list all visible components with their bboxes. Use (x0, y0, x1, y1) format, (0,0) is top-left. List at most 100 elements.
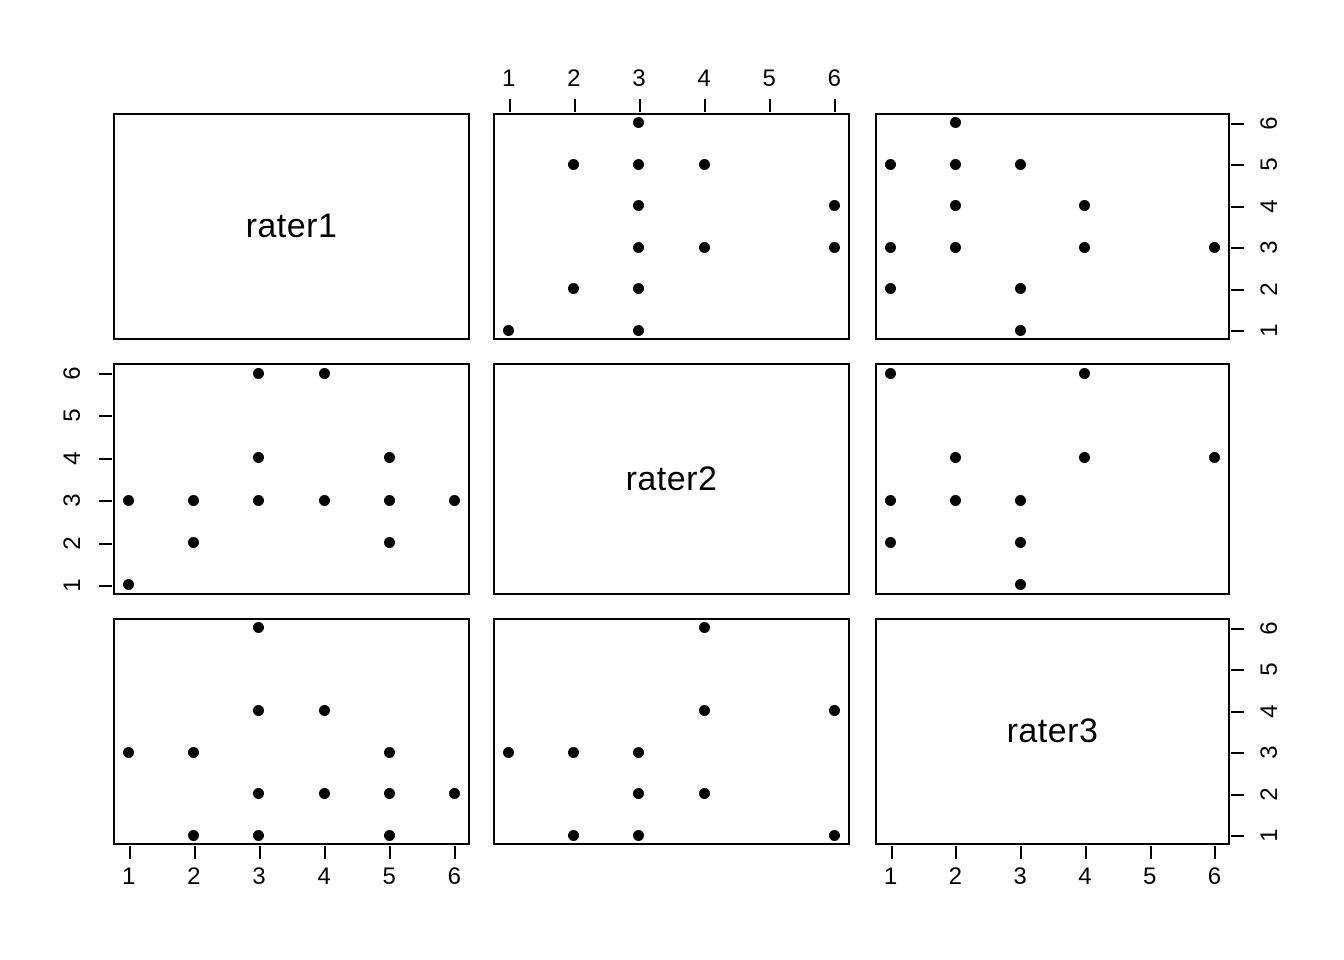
panel-rater3-vs-rater2 (493, 618, 850, 845)
data-point (253, 705, 265, 717)
x-tick-5 (769, 99, 772, 112)
y-tick-1 (99, 584, 112, 587)
x-tick-6 (834, 99, 837, 112)
data-point (633, 117, 645, 129)
y-tick-1 (1231, 330, 1244, 333)
x-tick-3 (1020, 846, 1023, 859)
data-point (633, 283, 645, 295)
data-point (1079, 452, 1091, 464)
data-point (633, 324, 645, 336)
data-point (383, 494, 395, 506)
y-tick-3 (1231, 752, 1244, 755)
data-point (318, 494, 330, 506)
data-point (698, 622, 710, 634)
data-point (698, 158, 710, 170)
panel-rater2-vs-rater1 (113, 363, 470, 595)
data-point (253, 788, 265, 800)
y-tick-label-3: 3 (59, 493, 86, 507)
panel-rater2-vs-rater2 (493, 363, 850, 595)
data-point (503, 324, 515, 336)
panel-rater1-vs-rater2 (493, 113, 850, 340)
x-tick-1 (890, 846, 893, 859)
x-tick-label-3: 3 (252, 863, 266, 890)
x-tick-label-6: 6 (447, 863, 462, 890)
data-point (698, 788, 710, 800)
data-point (123, 579, 135, 591)
data-point (1208, 241, 1220, 253)
data-point (1079, 241, 1091, 253)
x-tick-label-4: 4 (697, 65, 711, 92)
y-tick-label-4: 4 (59, 451, 86, 465)
data-point (383, 746, 395, 758)
y-tick-label-2: 2 (1256, 281, 1283, 296)
y-tick-label-6: 6 (1256, 116, 1283, 130)
y-tick-3 (1231, 247, 1244, 250)
y-tick-label-6: 6 (59, 366, 86, 380)
diagonal-label-rater1: rater1 (245, 207, 338, 245)
data-point (253, 367, 265, 379)
y-tick-label-5: 5 (1256, 157, 1283, 172)
data-point (949, 494, 961, 506)
y-tick-3 (99, 500, 112, 503)
x-tick-label-2: 2 (948, 863, 962, 890)
panel-rater1-vs-rater3 (875, 113, 1230, 340)
x-tick-label-6: 6 (1207, 863, 1222, 890)
data-point (633, 241, 645, 253)
data-point (568, 283, 580, 295)
data-point (949, 158, 961, 170)
data-point (383, 537, 395, 548)
data-point (1208, 452, 1220, 464)
x-tick-4 (1084, 846, 1087, 859)
data-point (1014, 283, 1026, 295)
data-point (698, 241, 710, 253)
y-tick-4 (99, 457, 112, 460)
x-tick-1 (508, 99, 511, 112)
x-tick-label-5: 5 (1142, 863, 1157, 890)
data-point (633, 746, 645, 758)
data-point (885, 158, 897, 170)
data-point (318, 705, 330, 717)
data-point (885, 494, 897, 506)
y-tick-label-3: 3 (1256, 240, 1283, 254)
y-tick-4 (1231, 710, 1244, 713)
data-point (448, 494, 460, 506)
data-point (885, 367, 897, 379)
y-tick-label-4: 4 (1256, 199, 1283, 213)
x-tick-2 (573, 99, 576, 112)
panel-rater3-vs-rater1 (113, 618, 470, 845)
x-tick-label-1: 1 (121, 863, 136, 890)
x-tick-4 (704, 99, 707, 112)
data-point (253, 452, 265, 464)
data-point (253, 622, 265, 634)
data-point (949, 117, 961, 129)
x-tick-label-1: 1 (883, 863, 898, 890)
panel-rater2-vs-rater3 (875, 363, 1230, 595)
y-tick-2 (1231, 288, 1244, 291)
data-point (828, 241, 840, 253)
data-point (383, 829, 395, 841)
x-tick-label-3: 3 (632, 65, 646, 92)
y-tick-5 (1231, 164, 1244, 167)
data-point (383, 788, 395, 800)
panel-rater1-vs-rater1 (113, 113, 470, 340)
data-point (949, 241, 961, 253)
x-tick-3 (638, 99, 641, 112)
y-tick-5 (99, 415, 112, 418)
diagonal-label-rater3: rater3 (1006, 712, 1099, 750)
y-tick-2 (1231, 793, 1244, 796)
x-tick-label-1: 1 (501, 65, 516, 92)
y-tick-6 (1231, 122, 1244, 125)
y-tick-label-1: 1 (1256, 828, 1283, 842)
data-point (568, 829, 580, 841)
y-tick-label-3: 3 (1256, 745, 1283, 759)
panel-rater3-vs-rater3 (875, 618, 1230, 845)
y-tick-6 (1231, 627, 1244, 630)
y-tick-label-1: 1 (1256, 323, 1283, 337)
data-point (1014, 494, 1026, 506)
x-tick-6 (454, 846, 457, 859)
data-point (633, 788, 645, 800)
